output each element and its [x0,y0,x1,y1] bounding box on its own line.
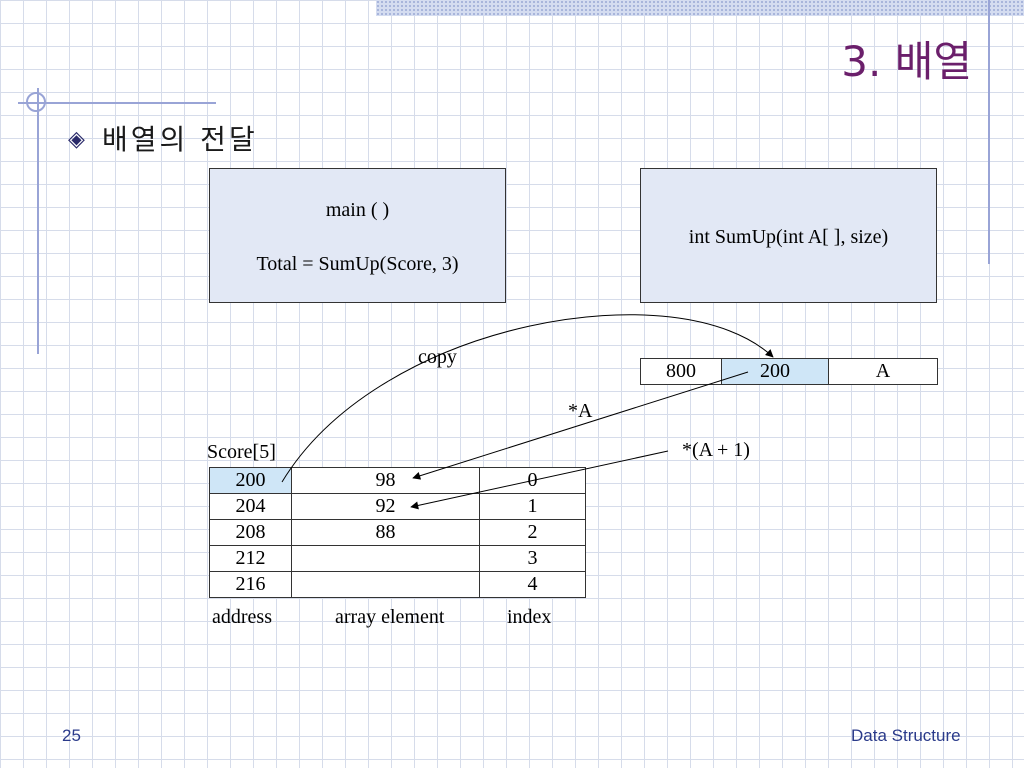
index-column-label: index [507,606,552,628]
pointer-name-cell: A [828,358,938,385]
left-rule [37,88,39,354]
header-rule [18,102,216,104]
index-cell: 2 [479,519,586,546]
address-cell: 216 [209,571,292,598]
table-row: 208 88 2 [209,519,586,546]
element-column-label: array element [335,606,445,628]
top-decor-band [376,0,1024,16]
table-row: 204 92 1 [209,493,586,520]
diamond-bullet-icon: ◈ [68,126,85,151]
deref-a1-arrow [410,450,669,510]
slide-subtitle: 배열의 전달 [102,123,258,156]
pointer-value-cell: 200 [721,358,829,385]
copy-arrow [281,314,774,483]
address-cell: 204 [209,493,292,520]
table-row: 212 3 [209,545,586,572]
address-column-label: address [212,606,272,628]
page-number: 25 [62,726,81,745]
array-name-label: Score[5] [207,441,276,463]
table-row: 200 98 0 [209,467,586,494]
deref-a-arrow [412,371,749,480]
deref-a1-label: *(A + 1) [682,439,750,461]
sumup-function-box: int SumUp(int A[ ], size) [640,168,937,303]
right-rule [988,0,990,264]
deref-a-label: *A [568,400,593,422]
index-cell: 4 [479,571,586,598]
sumup-signature: int SumUp(int A[ ], size) [688,226,889,248]
copy-label: copy [418,346,457,368]
main-function-box: main ( ) Total = SumUp(Score, 3) [209,168,506,303]
score-array-table: 200 98 0 204 92 1 208 88 2 212 3 216 4 [209,467,586,598]
element-cell [291,571,480,598]
pointer-variable-row: 800 200 A [640,358,938,385]
address-cell: 200 [209,467,292,494]
slide-title: 3. 배열 [841,37,972,86]
address-cell: 208 [209,519,292,546]
main-total-statement: Total = SumUp(Score, 3) [256,253,459,275]
element-cell [291,545,480,572]
main-call-label: main ( ) [325,199,390,221]
table-row: 216 4 [209,571,586,598]
footer-course-title: Data Structure [851,726,961,745]
index-cell: 3 [479,545,586,572]
crosshair-icon [26,92,46,112]
element-cell: 88 [291,519,480,546]
